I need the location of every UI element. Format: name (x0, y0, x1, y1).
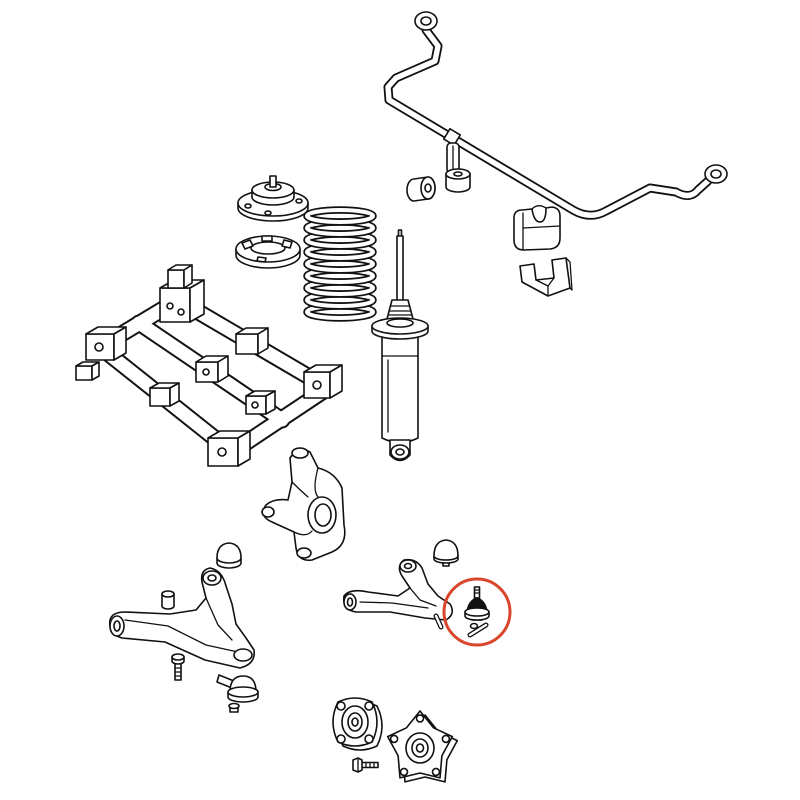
front-subframe (75, 264, 343, 467)
shock-absorber (371, 229, 429, 462)
wheel-hub-bearing (332, 697, 383, 751)
upper-ball-joint (464, 586, 490, 621)
lower-arm-bushing-cap (216, 542, 242, 569)
upper-control-arm (342, 558, 454, 630)
stabilizer-bracket (519, 257, 573, 297)
strut-top-mount (237, 175, 309, 222)
hub-bolt (352, 757, 379, 773)
subframe-mount-bracket (159, 287, 191, 323)
stabilizer-bushing-block (513, 205, 561, 251)
spring-rubber-seat (235, 235, 301, 269)
stabilizer-bar (383, 11, 728, 220)
upper-arm-bushing-cap (433, 539, 459, 567)
lower-ball-joint-nut (228, 702, 240, 713)
lower-arm-sleeve (161, 590, 175, 610)
coil-spring (303, 206, 377, 322)
lower-control-arm (108, 567, 256, 669)
stabilizer-bushing (406, 176, 436, 202)
steering-knuckle (261, 447, 346, 562)
lower-ball-joint (216, 674, 259, 703)
stabilizer-link (445, 142, 471, 193)
upper-ball-joint-cotter-pin (467, 622, 489, 638)
wheel-hub-flange (386, 710, 459, 783)
lower-arm-bolt (171, 653, 185, 681)
highlight-circle (442, 577, 512, 647)
